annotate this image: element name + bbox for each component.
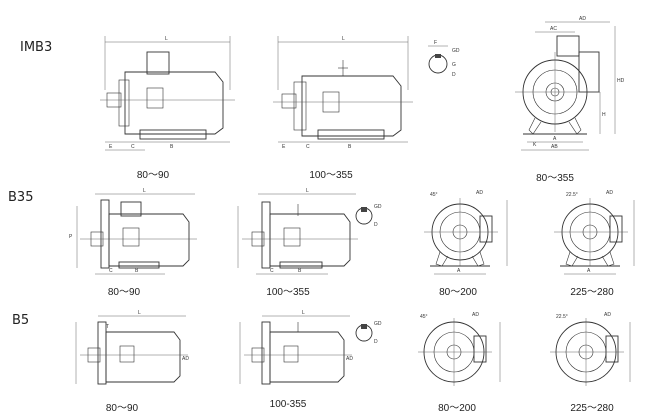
- row-label-b35: B35: [8, 190, 34, 205]
- dim-G-label: G: [452, 62, 456, 68]
- dim-GD-label: GD: [452, 48, 460, 54]
- b5-front-view-225-280: 22.5° AD: [542, 308, 642, 397]
- caption-imb3-80-355: 80～355: [536, 173, 574, 184]
- b5-shaft-section: GD D: [352, 315, 387, 359]
- dim-P-label: P: [69, 234, 73, 240]
- b35-side-view-80-90: L P C B: [65, 186, 205, 285]
- dim-L-label: L: [143, 188, 146, 194]
- dim-AD-label: AD: [579, 16, 586, 22]
- dim-D-label: D: [374, 222, 378, 228]
- dim-AD-label: AD: [346, 356, 353, 362]
- row-label-imb3: IMB3: [20, 40, 53, 55]
- dim-F-label: F: [434, 40, 437, 46]
- dim-C-label: C: [109, 268, 113, 274]
- row-label-b5: B5: [12, 313, 30, 328]
- b35-shaft-section: GD D: [352, 198, 387, 242]
- caption-b35-225-280: 225～280: [570, 287, 614, 298]
- dim-L-label: L: [342, 36, 345, 42]
- dim-H-label: H: [602, 112, 606, 118]
- b35-side-view-100-355: L C B: [228, 186, 368, 285]
- dim-B-label: B: [170, 144, 174, 150]
- caption-imb3-100-355: 100～355: [309, 170, 353, 181]
- b5-side-view-100-355: L AD: [232, 308, 362, 397]
- dim-45-label: 45°: [420, 314, 428, 320]
- dim-L-label: L: [165, 36, 168, 42]
- dim-B-label: B: [348, 144, 352, 150]
- caption-b35-80-200: 80～200: [439, 287, 477, 298]
- b5-side-view-80-90: L T AD: [68, 308, 198, 397]
- imb3-shaft-section: F GD G D: [420, 38, 465, 92]
- dim-B-label: B: [298, 268, 302, 274]
- dim-K-label: K: [533, 142, 537, 148]
- b5-front-view-80-200: 45° AD: [410, 308, 510, 397]
- caption-imb3-80-90: 80～90: [136, 170, 170, 181]
- dim-A-label: A: [587, 268, 591, 274]
- dim-225-label: 22.5°: [566, 192, 578, 198]
- caption-b5-100-355: 100-355: [269, 399, 307, 410]
- caption-b5-80-90: 80～90: [105, 403, 139, 414]
- b35-front-view-225-280: 22.5° AD A: [542, 186, 645, 285]
- dim-C-label: C: [270, 268, 274, 274]
- dim-C-label: C: [131, 144, 135, 150]
- dim-GD-label: GD: [374, 321, 382, 327]
- dim-45-label: 45°: [430, 192, 438, 198]
- dim-AD-label: AD: [472, 312, 479, 318]
- dim-E-label: E: [282, 144, 286, 150]
- dim-B-label: B: [135, 268, 139, 274]
- dim-L-label: L: [138, 310, 141, 316]
- dim-A-label: A: [457, 268, 461, 274]
- dim-T-label: T: [106, 324, 109, 330]
- dim-AB-label: AB: [551, 144, 558, 150]
- caption-b35-80-90: 80～90: [107, 287, 141, 298]
- caption-b35-100-355: 100～355: [266, 287, 310, 298]
- dim-AD-label: AD: [604, 312, 611, 318]
- dim-A-label: A: [553, 136, 557, 142]
- dim-AD-label: AD: [606, 190, 613, 196]
- b35-front-view-80-200: 45° AD A: [412, 186, 517, 285]
- caption-b5-80-200: 80～200: [438, 403, 476, 414]
- dim-D-label: D: [374, 339, 378, 345]
- dim-C-label: C: [306, 144, 310, 150]
- dim-AD-label: AD: [476, 190, 483, 196]
- imb3-side-view-80-90: L E C B: [95, 30, 245, 164]
- caption-b5-225-280: 225～280: [570, 403, 614, 414]
- imb3-side-view-100-355: L E C B: [268, 30, 418, 164]
- dim-AD-label: AD: [182, 356, 189, 362]
- dim-AC-label: AC: [550, 26, 557, 32]
- dim-GD-label: GD: [374, 204, 382, 210]
- dim-HD-label: HD: [617, 78, 625, 84]
- imb3-front-view: AD AC HD H A AB K: [505, 12, 640, 171]
- dim-225-label: 22.5°: [556, 314, 568, 320]
- dim-D-label: D: [452, 72, 456, 78]
- dim-L-label: L: [302, 310, 305, 316]
- dim-L-label: L: [306, 188, 309, 194]
- dim-E-label: E: [109, 144, 113, 150]
